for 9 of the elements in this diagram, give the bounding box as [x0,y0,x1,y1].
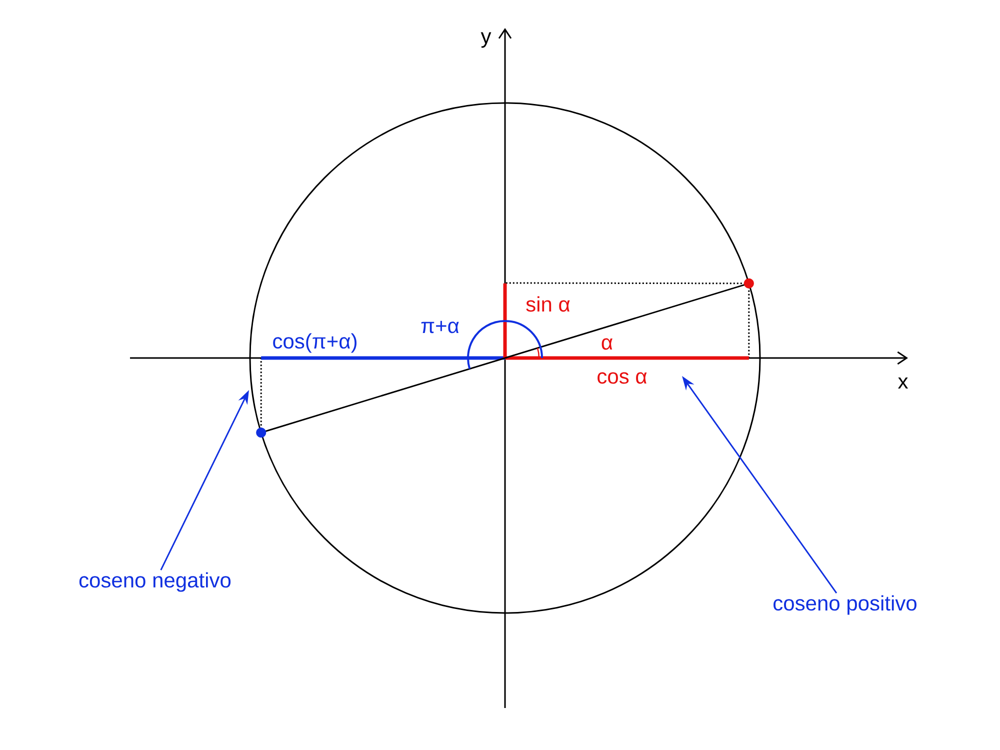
math-label: π+α [421,320,459,334]
math-label: x [898,377,908,389]
math-label: cos(π+α) [273,333,356,353]
callout-text: coseno positivo [774,595,916,615]
math-label: y [480,32,492,48]
math-label: cos α [598,372,647,384]
callout-text: coseno negativo [79,572,231,592]
math-label: sin α [526,296,570,312]
math-label: α [602,338,612,350]
